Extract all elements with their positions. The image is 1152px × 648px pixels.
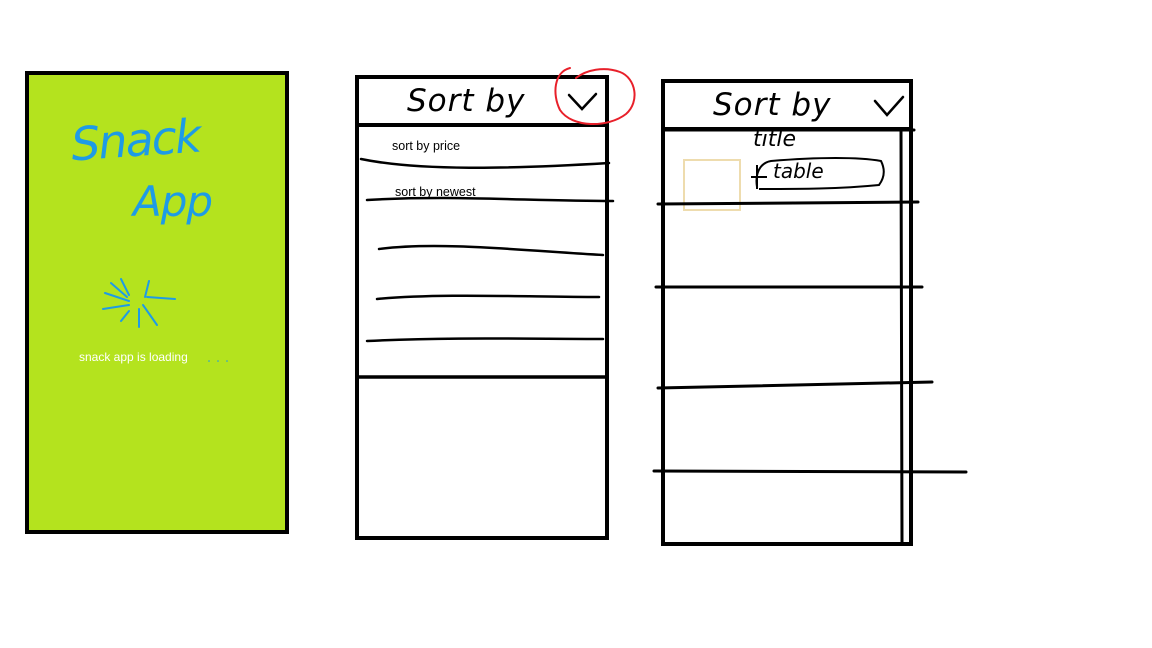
loading-dots	[208, 360, 228, 362]
spinner-icon	[102, 278, 176, 328]
list-screen: Sort by title table	[661, 79, 913, 546]
sort-dropdown-button[interactable]	[871, 89, 905, 123]
sort-by-label: Sort by	[713, 87, 832, 123]
item-text-box	[751, 157, 885, 190]
sort-menu-screen: Sort by sort by price sort by newest	[355, 75, 615, 540]
sort-by-label: Sort by	[407, 83, 526, 119]
loading-text: snack app is loading	[79, 350, 188, 364]
chevron-down-icon	[873, 95, 905, 117]
menu-item-sort-by-newest[interactable]: sort by newest	[395, 185, 476, 199]
chevron-down-icon	[567, 92, 598, 111]
menu-item-sort-by-price[interactable]: sort by price	[392, 139, 461, 153]
splash-screen: Snack App snack app is loading	[25, 71, 289, 534]
sort-dropdown-button[interactable]	[565, 85, 599, 119]
header-bar: Sort by	[359, 79, 605, 127]
highlight-circle	[554, 67, 636, 126]
item-subtitle: table	[773, 159, 824, 183]
menu-dividers	[359, 157, 615, 379]
app-title-line2: App	[133, 177, 213, 226]
